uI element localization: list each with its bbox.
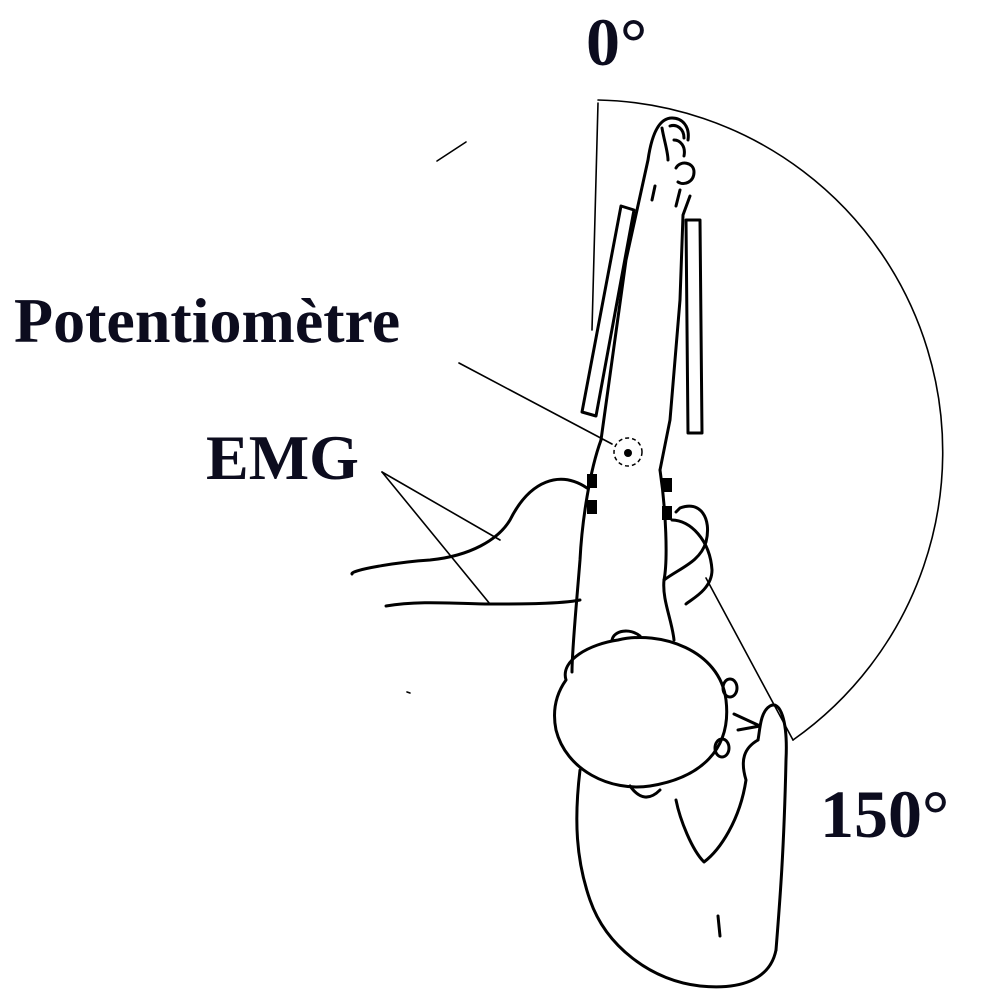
forearm	[601, 118, 694, 470]
emg-leader-line-2	[382, 472, 490, 604]
potentiometer-label: Potentiomètre	[14, 289, 400, 353]
angle-end-label: 150°	[820, 780, 949, 848]
emg-leader-line-1	[382, 472, 500, 540]
emg-cables	[352, 479, 712, 606]
angle-start-label: 0°	[586, 8, 647, 76]
emg-electrodes	[587, 474, 672, 520]
potentiometer-center-dot	[624, 449, 632, 457]
faint-arc-mark	[437, 142, 466, 161]
zero-degree-reference-line	[592, 103, 598, 330]
potentiometer-arm-bars	[582, 206, 702, 433]
range-of-motion-arc	[598, 100, 943, 740]
stray-mark	[407, 692, 410, 693]
torso-and-other-arm	[577, 705, 786, 987]
emg-label: EMG	[206, 426, 359, 490]
end-angle-reference-line	[706, 578, 793, 740]
head	[554, 631, 737, 787]
